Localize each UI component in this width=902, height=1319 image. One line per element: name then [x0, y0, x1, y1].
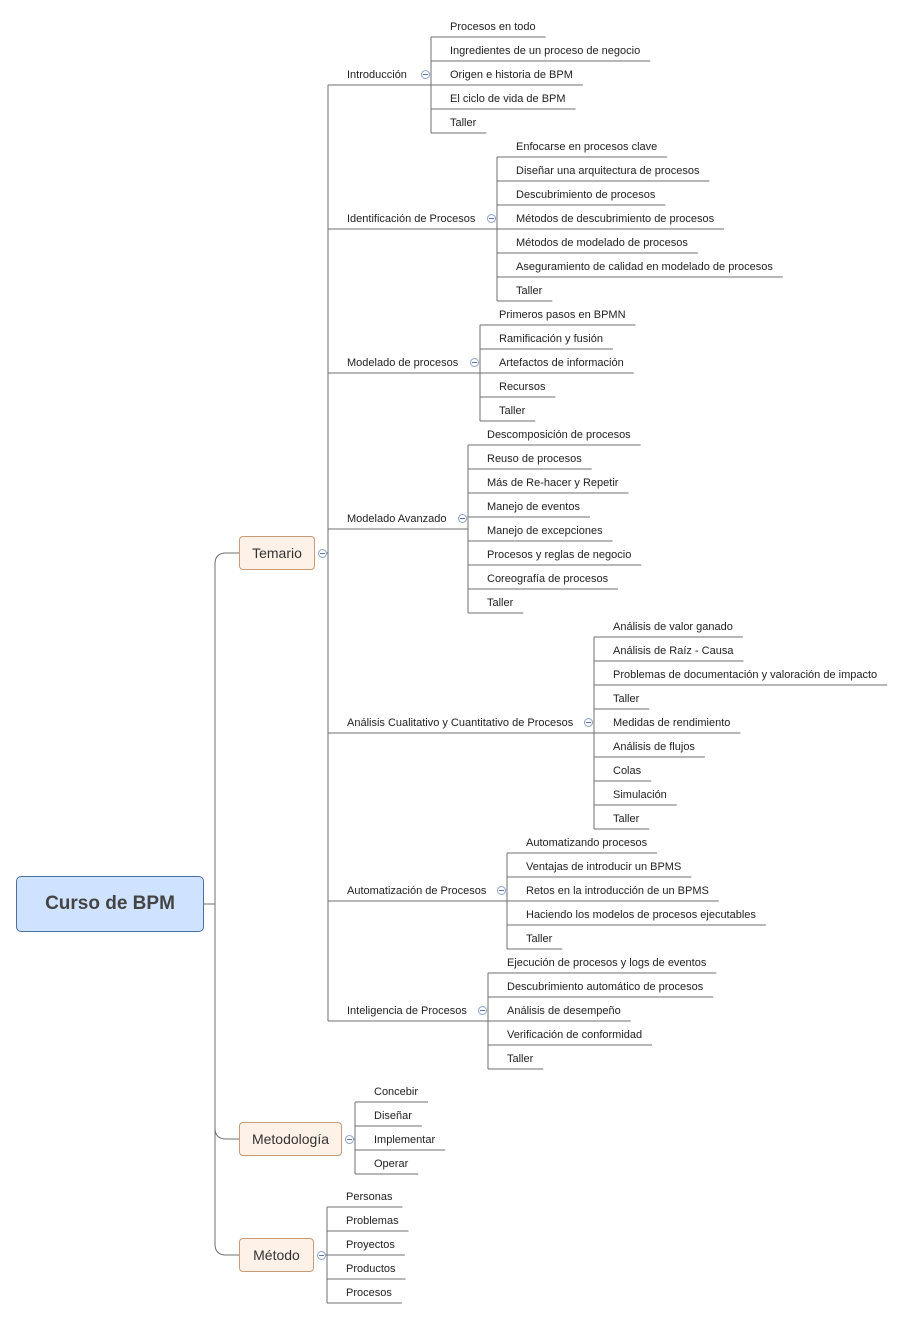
leaf-manejo-de-excepciones[interactable]: Manejo de excepciones [487, 525, 603, 537]
collapse-icon[interactable] [469, 357, 479, 367]
leaf-taller[interactable]: Taller [613, 813, 640, 825]
leaf-verificacion-de-conformidad[interactable]: Verificación de conformidad [507, 1029, 643, 1041]
collapse-icon[interactable] [496, 885, 506, 895]
leaf-taller[interactable]: Taller [613, 693, 640, 705]
leaf-productos[interactable]: Productos [346, 1263, 396, 1275]
leaf-analisis-de-flujos[interactable]: Análisis de flujos [613, 741, 695, 753]
leaf-retos-en-la-introduccion-de-un-bpms[interactable]: Retos en la introducción de un BPMS [526, 885, 709, 897]
collapse-icon[interactable] [486, 213, 496, 223]
leaf-operar[interactable]: Operar [374, 1158, 409, 1170]
leaf-enfocarse-en-procesos-clave[interactable]: Enfocarse en procesos clave [516, 141, 658, 153]
leaf-personas[interactable]: Personas [346, 1191, 393, 1203]
leaf-analisis-de-desempeno[interactable]: Análisis de desempeño [507, 1005, 621, 1017]
leaf-problemas-de-documentacion-y-valoracion-de-impacto[interactable]: Problemas de documentación y valoración … [613, 669, 878, 681]
leaf-proyectos[interactable]: Proyectos [346, 1239, 395, 1251]
leaf-implementar[interactable]: Implementar [374, 1134, 436, 1146]
leaf-automatizando-procesos[interactable]: Automatizando procesos [526, 837, 648, 849]
leaf-taller[interactable]: Taller [516, 285, 543, 297]
subtopic-modelado-avanzado[interactable]: Modelado Avanzado [347, 513, 447, 525]
leaf-recursos[interactable]: Recursos [499, 381, 546, 393]
leaf-simulacion[interactable]: Simulación [613, 789, 667, 801]
leaf-coreografia-de-procesos[interactable]: Coreografía de procesos [487, 573, 609, 585]
leaf-ventajas-de-introducir-un-bpms[interactable]: Ventajas de introducir un BPMS [526, 861, 682, 873]
subtopic-automatizacion-de-procesos[interactable]: Automatización de Procesos [347, 885, 487, 897]
leaf-concebir[interactable]: Concebir [374, 1086, 419, 1098]
leaf-analisis-de-raiz-causa[interactable]: Análisis de Raíz - Causa [613, 645, 734, 657]
leaf-el-ciclo-de-vida-de-bpm[interactable]: El ciclo de vida de BPM [450, 93, 566, 105]
leaf-procesos-y-reglas-de-negocio[interactable]: Procesos y reglas de negocio [487, 549, 632, 561]
collapse-icon[interactable] [477, 1005, 487, 1015]
collapse-icon[interactable] [457, 513, 467, 523]
collapse-icon[interactable] [316, 1250, 326, 1260]
subtopic-analisis-cualitativo-y-cuantitativo-de-procesos[interactable]: Análisis Cualitativo y Cuantitativo de P… [347, 717, 574, 729]
leaf-taller[interactable]: Taller [487, 597, 514, 609]
leaf-metodos-de-descubrimiento-de-procesos[interactable]: Métodos de descubrimiento de procesos [516, 213, 715, 225]
subtopic-modelado-de-procesos[interactable]: Modelado de procesos [347, 357, 459, 369]
leaf-analisis-de-valor-ganado[interactable]: Análisis de valor ganado [613, 621, 733, 633]
leaf-taller[interactable]: Taller [526, 933, 553, 945]
leaf-mas-de-re-hacer-y-repetir[interactable]: Más de Re-hacer y Repetir [487, 477, 619, 489]
collapse-icon[interactable] [583, 717, 593, 727]
leaf-haciendo-los-modelos-de-procesos-ejecutables[interactable]: Haciendo los modelos de procesos ejecuta… [526, 909, 756, 921]
leaf-ingredientes-de-un-proceso-de-negocio[interactable]: Ingredientes de un proceso de negocio [450, 45, 641, 57]
leaf-primeros-pasos-en-bpmn[interactable]: Primeros pasos en BPMN [499, 309, 626, 321]
leaf-colas[interactable]: Colas [613, 765, 642, 777]
root-topic[interactable]: Curso de BPM [16, 876, 204, 932]
subtopic-identificacion-de-procesos[interactable]: Identificación de Procesos [347, 213, 476, 225]
leaf-ramificacion-y-fusion[interactable]: Ramificación y fusión [499, 333, 603, 345]
subtopic-inteligencia-de-procesos[interactable]: Inteligencia de Procesos [347, 1005, 467, 1017]
leaf-manejo-de-eventos[interactable]: Manejo de eventos [487, 501, 580, 513]
collapse-icon[interactable] [344, 1134, 354, 1144]
leaf-descubrimiento-automatico-de-procesos[interactable]: Descubrimiento automático de procesos [507, 981, 704, 993]
leaf-origen-e-historia-de-bpm[interactable]: Origen e historia de BPM [450, 69, 573, 81]
main-topic-metodologia[interactable]: Metodología [239, 1122, 342, 1156]
collapse-icon[interactable] [420, 69, 430, 79]
leaf-descubrimiento-de-procesos[interactable]: Descubrimiento de procesos [516, 189, 656, 201]
leaf-taller[interactable]: Taller [450, 117, 477, 129]
leaf-artefactos-de-informacion[interactable]: Artefactos de información [499, 357, 624, 369]
leaf-disenar-una-arquitectura-de-procesos[interactable]: Diseñar una arquitectura de procesos [516, 165, 700, 177]
leaf-metodos-de-modelado-de-procesos[interactable]: Métodos de modelado de procesos [516, 237, 688, 249]
leaf-aseguramiento-de-calidad-en-modelado-de-procesos[interactable]: Aseguramiento de calidad en modelado de … [516, 261, 773, 273]
leaf-procesos-en-todo[interactable]: Procesos en todo [450, 21, 536, 33]
leaf-descomposicion-de-procesos[interactable]: Descomposición de procesos [487, 429, 631, 441]
leaf-disenar[interactable]: Diseñar [374, 1110, 412, 1122]
subtopic-introduccion[interactable]: Introducción [347, 69, 407, 81]
leaf-medidas-de-rendimiento[interactable]: Medidas de rendimiento [613, 717, 731, 729]
leaf-reuso-de-procesos[interactable]: Reuso de procesos [487, 453, 582, 465]
collapse-icon[interactable] [317, 548, 327, 558]
leaf-procesos[interactable]: Procesos [346, 1287, 392, 1299]
main-topic-metodo[interactable]: Método [239, 1238, 314, 1272]
leaf-taller[interactable]: Taller [499, 405, 526, 417]
leaf-taller[interactable]: Taller [507, 1053, 534, 1065]
leaf-ejecucion-de-procesos-y-logs-de-eventos[interactable]: Ejecución de procesos y logs de eventos [507, 957, 707, 969]
main-topic-temario[interactable]: Temario [239, 536, 315, 570]
leaf-problemas[interactable]: Problemas [346, 1215, 399, 1227]
